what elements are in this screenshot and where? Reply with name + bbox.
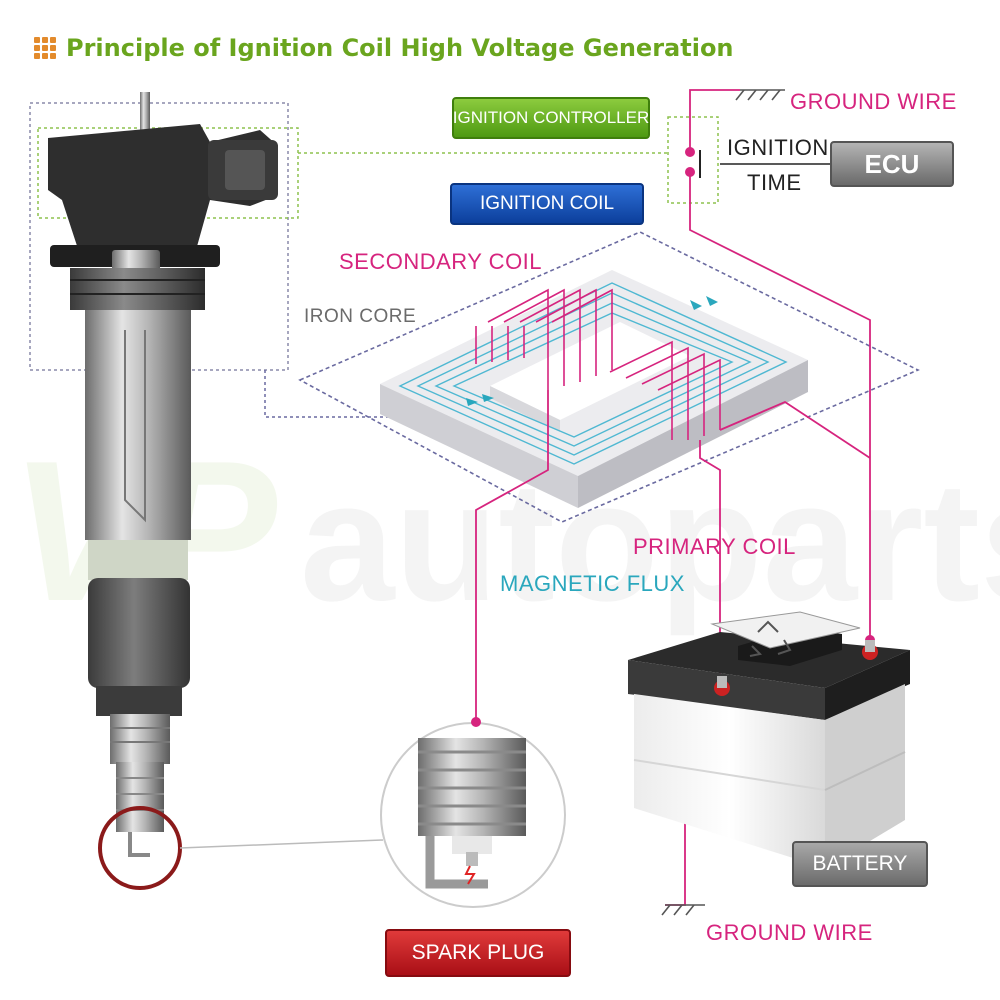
ground-wire-top-label: GROUND WIRE: [790, 89, 957, 114]
time-label: TIME: [747, 170, 802, 195]
flux-arrows: [466, 296, 718, 406]
secondary-coil-label: SECONDARY COIL: [339, 249, 543, 274]
watermark-text: autoparts: [300, 447, 1000, 637]
spark-plug-label: SPARK PLUG: [385, 929, 571, 977]
primary-coil-label: PRIMARY COIL: [633, 534, 796, 559]
battery-label: BATTERY: [792, 841, 928, 887]
ecu-connector-frame: [667, 116, 719, 204]
spark-zoom-line: [179, 839, 384, 849]
ground-symbol-icon: [661, 904, 705, 916]
connector-dot: [685, 167, 695, 177]
ground-wire-bottom-label: GROUND WIRE: [706, 920, 873, 945]
iron-core-label: IRON CORE: [304, 306, 417, 327]
magnetic-flux-label: MAGNETIC FLUX: [500, 571, 685, 596]
ignition-label: IGNITION: [727, 135, 829, 160]
coil-plane-frame: [298, 231, 920, 523]
page-title: Principle of Ignition Coil High Voltage …: [34, 30, 734, 66]
ignition-controller-label: IGNITION CONTROLLER: [452, 97, 650, 139]
primary-coil-windings: [609, 340, 721, 440]
battery-image: [628, 611, 910, 868]
recycle-icon: [749, 620, 792, 657]
coil-dotted-link: [264, 370, 395, 418]
ignition-coil-label: IGNITION COIL: [450, 183, 644, 225]
ignition-coil-image: [48, 92, 278, 857]
connector-dot: [685, 147, 695, 157]
ecu-label: ECU: [830, 141, 954, 187]
secondary-coil-windings: [475, 288, 613, 390]
spark-plug-zoom: [380, 722, 566, 908]
ground-symbol-icon: [735, 89, 785, 101]
page-title-text: Principle of Ignition Coil High Voltage …: [66, 34, 734, 62]
connector-dot: [471, 717, 481, 727]
grid-icon: [34, 37, 56, 59]
